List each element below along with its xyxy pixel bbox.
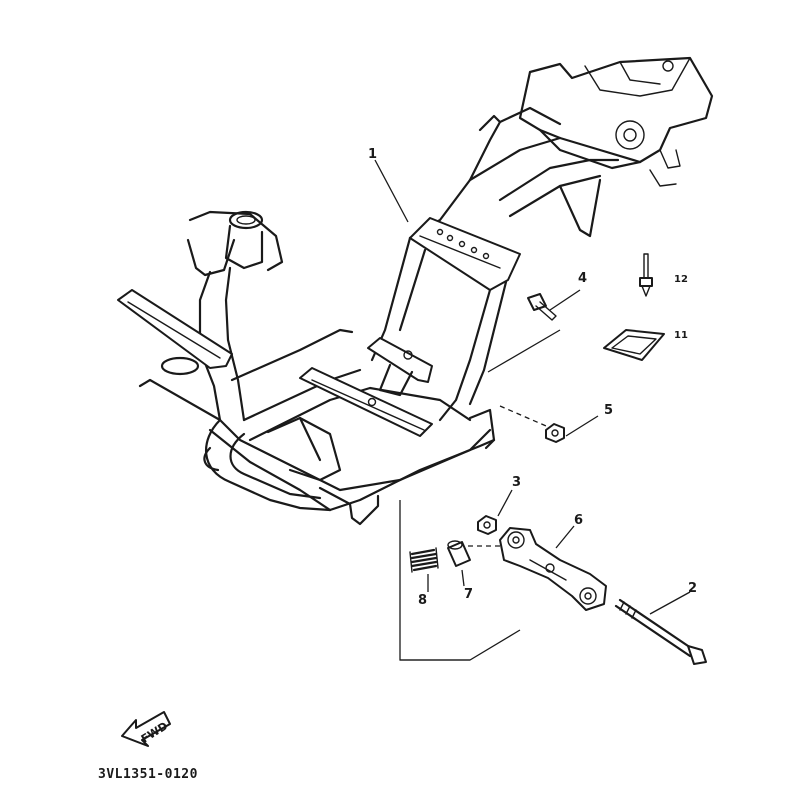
plate-part bbox=[603, 329, 665, 361]
collar-part bbox=[447, 540, 471, 567]
bolt-short-part bbox=[527, 293, 557, 321]
label-part-8: 8 bbox=[418, 593, 427, 608]
bracket-part bbox=[499, 527, 607, 611]
label-part-7: 7 bbox=[464, 587, 473, 602]
label-part-3: 3 bbox=[512, 475, 521, 490]
bolt-long-part bbox=[614, 598, 707, 665]
pin-part bbox=[639, 253, 653, 297]
scooter-frame bbox=[117, 56, 714, 526]
nut-small-part bbox=[477, 515, 497, 535]
label-part-4: 4 bbox=[578, 271, 587, 286]
nut-part bbox=[545, 423, 565, 443]
label-part-5: 5 bbox=[604, 403, 613, 418]
forward-arrow-icon: FWD bbox=[121, 711, 171, 747]
part-code: 3VL1351-0120 bbox=[98, 767, 198, 782]
label-part-6: 6 bbox=[574, 513, 583, 528]
label-part-11: 11 bbox=[674, 330, 688, 341]
label-part-2: 2 bbox=[688, 581, 697, 596]
label-part-12: 12 bbox=[674, 274, 688, 285]
label-part-1: 1 bbox=[368, 147, 377, 162]
spring-part bbox=[409, 547, 439, 573]
leader-lines bbox=[374, 159, 691, 661]
